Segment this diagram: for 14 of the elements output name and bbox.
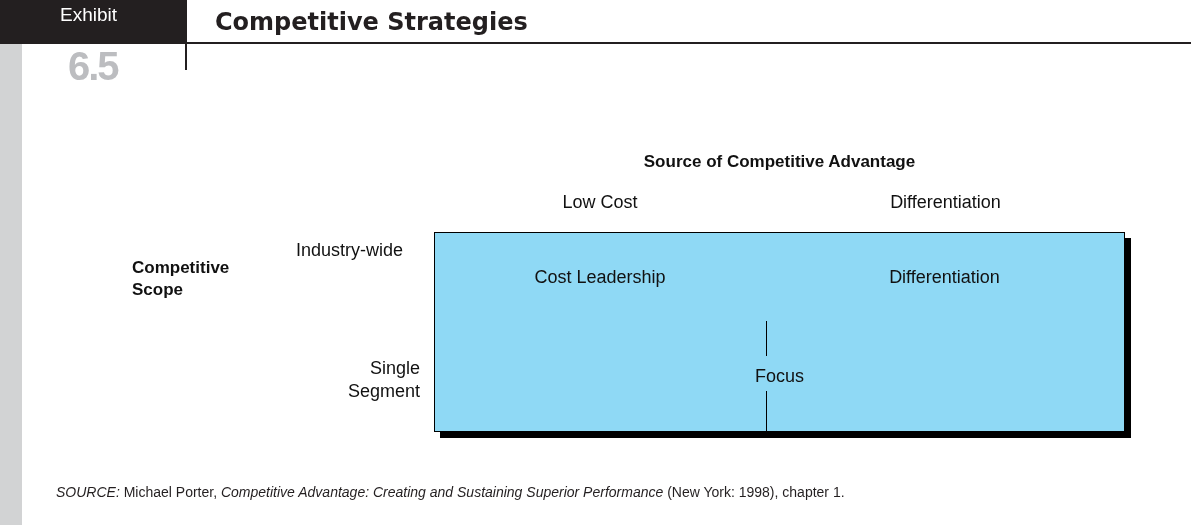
cell-text: Cost Leadership (534, 266, 666, 288)
cell-text: Differentiation (889, 266, 1000, 288)
title: Competitive Strategies (215, 8, 528, 36)
axis-title: Source of Competitive Advantage (642, 152, 917, 172)
axis-title: Competitive Scope (132, 257, 231, 301)
column-label: Low Cost (561, 192, 639, 213)
column-label: Differentiation (889, 192, 1002, 213)
row-label: Industry-wide (296, 240, 404, 261)
exhibit-number: 6.5 (68, 46, 118, 86)
source-note: SOURCE: Michael Porter, Competitive Advantage: Creating and Sustaining Superior Performance (New York: 1998), chapter 1. (56, 484, 845, 500)
row-label: Single Segment (346, 357, 420, 403)
cell-text: Focus (755, 365, 804, 387)
exhibit-label: Exhibit (60, 4, 118, 26)
matrix-cell (434, 321, 1125, 432)
